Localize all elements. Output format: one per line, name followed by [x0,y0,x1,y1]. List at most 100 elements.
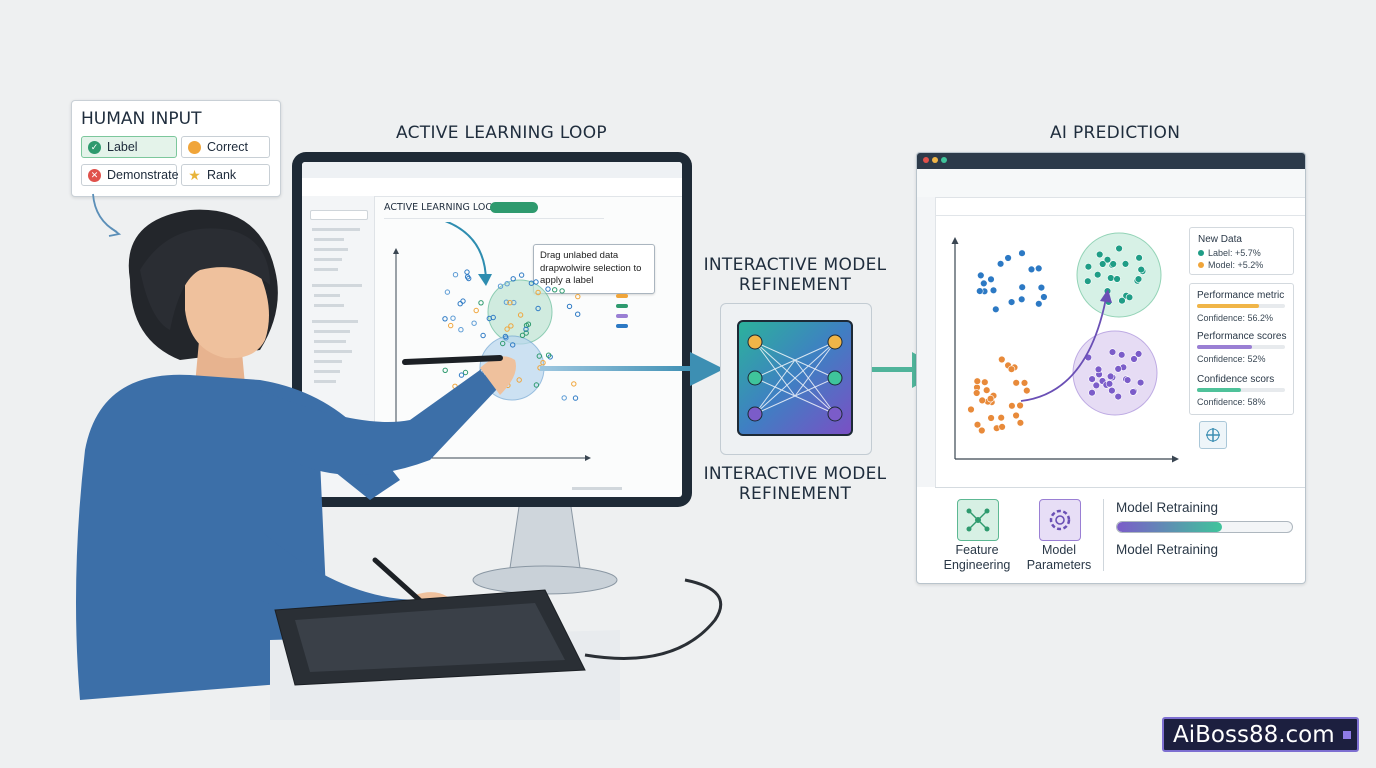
teal-dot-icon [1198,250,1204,256]
scatter-point [1108,348,1117,356]
circle-icon [188,140,201,154]
watermark-logo: AiBoss88.com [1162,717,1359,752]
scatter-point [976,287,984,295]
scatter-point [1094,270,1102,279]
scatter-point [996,260,1005,268]
sidebar-line [312,228,360,231]
scatter-point [1007,365,1016,373]
sidebar-search-input[interactable] [310,210,368,220]
new-data-row: Model: +5.2% [1198,260,1263,270]
panel-titlebar [917,153,1305,169]
metric-title: Performance metric [1197,290,1285,301]
scatter-point [1136,378,1145,387]
metric-bar [1197,388,1285,392]
app-toolbar [302,178,682,197]
scatter-point [1114,392,1122,401]
panel-toolbar [917,169,1305,198]
scatter-point [972,389,981,397]
scatter-point [535,289,541,296]
scatter-point [572,395,579,401]
retraining-progress-bar [1116,521,1293,533]
square-icon [1342,730,1351,739]
correct-option-button[interactable]: Correct [181,136,270,158]
scatter-point [518,272,525,278]
sidebar-line [314,360,342,363]
minimize-icon[interactable] [932,157,938,163]
scatter-point [533,382,540,388]
demonstrate-option-button[interactable]: ✕ Demonstrate [81,164,179,186]
scatter-point [504,281,510,287]
scatter-point [462,369,469,376]
scatter-point [471,320,477,326]
demonstrate-option-text: Demonstrate [107,168,179,182]
scatter-point [510,342,516,348]
maximize-icon[interactable] [941,157,947,163]
label-option-button[interactable]: ✓ Label [81,136,177,158]
scatter-point [973,377,981,385]
move-tool-button[interactable] [1199,421,1227,449]
label-option-text: Label [107,140,138,154]
scatter-point [502,333,509,340]
status-badge [490,202,538,213]
rank-option-button[interactable]: ★ Rank [181,164,270,186]
scatter-point [1012,379,1020,387]
scatter-point [998,355,1006,364]
scatter-point [519,332,526,339]
scatter-point [575,293,581,300]
close-icon[interactable] [923,157,929,163]
sidebar-line [314,330,350,333]
scatter-point [1103,255,1112,264]
scatter-point [1007,298,1016,306]
scatter-point [442,367,448,374]
pointer-arrow [92,193,122,237]
scatter-point [517,312,524,318]
scatter-point [452,272,459,278]
scatter-point [998,423,1006,431]
scatter-point [992,305,1000,314]
tab-divider [384,218,604,219]
sidebar-line [314,294,340,297]
scatter-point [1106,372,1115,381]
orange-dot-icon [1198,262,1204,268]
scatter-point [571,381,577,387]
scatter-point [450,315,456,321]
scatter-point [525,321,532,327]
scatter-point [978,426,986,435]
panel-divider [935,487,1305,488]
sidebar-line [314,258,342,261]
new-data-title: New Data [1198,234,1242,245]
cross-icon: ✕ [88,168,101,182]
scatter-point [535,305,541,312]
scatter-point [980,279,988,288]
metric-confidence: Confidence: 56.2% [1197,313,1274,323]
scatter-point [460,298,466,304]
scatter-point [987,414,995,422]
feature-engineering-button[interactable] [957,499,999,541]
check-icon: ✓ [88,140,101,154]
scatter-point [1012,411,1020,420]
scatter-point [1115,244,1123,253]
metric-title: Confidence scors [1197,374,1275,385]
scatter-point [1040,293,1048,301]
sidebar-line [314,380,336,383]
metric-fill [1197,388,1241,392]
scatter-point [978,396,986,405]
metric-title: Performance scores [1197,331,1287,342]
metric-fill [1197,345,1252,349]
scatter-point [497,283,504,289]
scatter-point [528,280,535,286]
scatter-point [545,286,551,292]
scatter-point [1118,351,1126,359]
flow-arrow-left [540,352,724,386]
scatter-point [1016,401,1024,410]
ai-prediction-panel: New Data Label: +5.7% Model: +5.2% Perfo… [916,152,1306,584]
scatter-point [1018,249,1026,257]
scatter-point [1020,379,1029,387]
scatter-point [444,289,451,295]
new-data-card: New Data Label: +5.7% Model: +5.2% [1189,227,1294,275]
model-parameters-button[interactable] [1039,499,1081,541]
scatter-point [1109,260,1117,268]
sidebar-line [312,320,358,323]
scatter-point [1114,365,1122,373]
model-parameters-label: Model Parameters [1026,543,1092,572]
